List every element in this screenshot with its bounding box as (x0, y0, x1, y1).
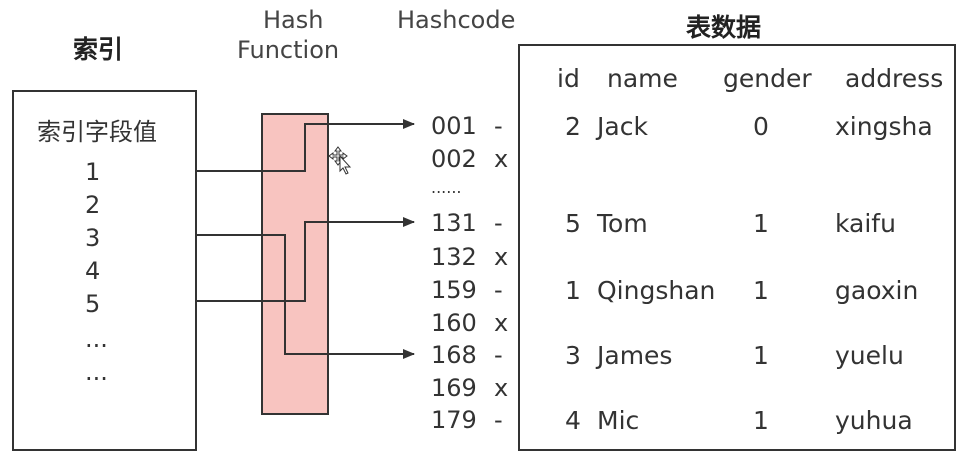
move-cursor-icon (328, 146, 352, 175)
hashcode-mark: x (494, 309, 509, 337)
arrow-value3-to-168 (197, 234, 415, 359)
hashcode-code: 132 (431, 243, 477, 271)
hashcode-code: 002 (431, 145, 477, 173)
table-cell-gender: 1 (753, 276, 769, 305)
hash-function-box (261, 113, 329, 415)
hashcode-code: 159 (431, 276, 477, 304)
table-header-id: id (557, 64, 580, 93)
hashcode-mark: - (494, 276, 503, 304)
hashcode-mark: - (494, 341, 503, 369)
table-cell-address: xingsha (835, 112, 933, 141)
index-value-1: 1 (85, 158, 101, 186)
hashcode-code: 179 (431, 406, 477, 434)
hashcode-code: ...... (431, 178, 462, 197)
index-value-2: 2 (85, 191, 101, 219)
index-value-5: 5 (85, 290, 101, 318)
table-header-name: name (607, 64, 678, 93)
table-cell-id: 2 (565, 112, 581, 141)
table-cell-name: Qingshan (597, 276, 716, 305)
table-cell-id: 1 (565, 276, 581, 305)
table-cell-gender: 1 (753, 341, 769, 370)
index-value-3: 3 (85, 224, 101, 252)
table-cell-name: Mic (597, 406, 640, 435)
index-ellipsis-2: ... (85, 358, 108, 386)
hashcode-mark: - (494, 112, 503, 140)
table-box (518, 44, 956, 451)
table-cell-gender: 1 (753, 406, 769, 435)
table-cell-address: kaifu (835, 209, 896, 238)
hashcode-code: 160 (431, 309, 477, 337)
table-cell-id: 5 (565, 209, 581, 238)
hashcode-mark: - (494, 406, 503, 434)
index-title: 索引 (73, 35, 124, 64)
hashcode-code: 169 (431, 374, 477, 402)
hashcode-mark: - (494, 209, 503, 237)
index-value-4: 4 (85, 257, 101, 285)
table-cell-id: 3 (565, 341, 581, 370)
arrow-value1-to-001 (197, 119, 415, 172)
table-cell-address: yuhua (835, 406, 913, 435)
table-cell-name: James (597, 341, 673, 370)
table-header-address: address (845, 64, 944, 93)
table-cell-address: yuelu (835, 341, 904, 370)
hashcode-code: 001 (431, 112, 477, 140)
index-ellipsis-1: ... (85, 325, 108, 353)
arrow-value5-to-131 (197, 217, 415, 302)
table-cell-gender: 0 (753, 112, 769, 141)
table-cell-address: gaoxin (835, 276, 919, 305)
hashcode-mark: x (494, 145, 509, 173)
table-header-gender: gender (723, 64, 812, 93)
hashcode-code: 168 (431, 341, 477, 369)
table-cell-name: Jack (597, 112, 648, 141)
table-cell-name: Tom (597, 209, 648, 238)
hashcode-title: Hashcode (397, 6, 516, 34)
table-title: 表数据 (686, 13, 762, 42)
index-field-label: 索引字段值 (37, 118, 157, 146)
hashcode-mark: x (494, 243, 509, 271)
hash-label-line1: Hash (263, 6, 324, 34)
hashcode-code: 131 (431, 209, 477, 237)
hash-label-line2: Function (237, 36, 340, 64)
table-cell-id: 4 (565, 406, 581, 435)
table-cell-gender: 1 (753, 209, 769, 238)
index-box (12, 90, 197, 451)
hashcode-mark: x (494, 374, 509, 402)
